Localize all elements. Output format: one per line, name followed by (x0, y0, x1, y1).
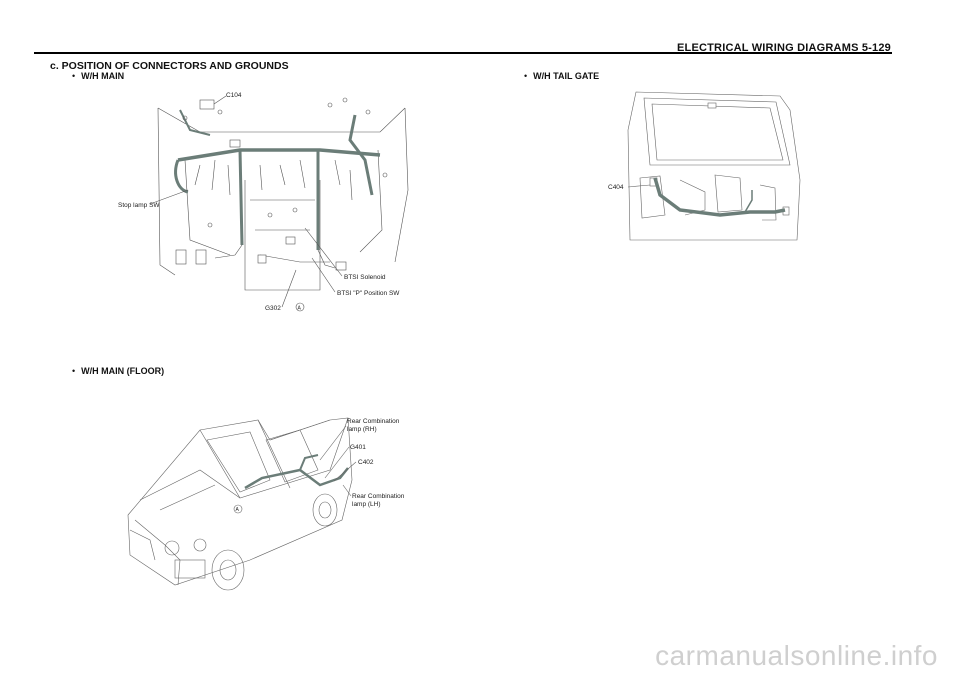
wh-main-floor-diagram (127, 417, 357, 591)
bullet-wh-main-floor: • W/H MAIN (FLOOR) (72, 366, 164, 376)
bullet-dot-icon: • (72, 71, 76, 81)
label-c404: C404 (608, 184, 624, 191)
label-g401: G401 (350, 444, 366, 451)
bullet-wh-main: • W/H MAIN (72, 71, 124, 81)
bullet-wh-tail-gate: • W/H TAIL GATE (524, 71, 599, 81)
bullet-wh-main-floor-label: W/H MAIN (FLOOR) (81, 366, 165, 376)
label-rcl-lh-line2: lamp (LH) (352, 501, 381, 508)
label-rcl-rh-line2: lamp (RH) (347, 426, 377, 433)
label-btsi-solenoid: BTSI Solenoid (344, 274, 386, 281)
wh-main-diagram (149, 95, 409, 312)
page-header-title: ELECTRICAL WIRING DIAGRAMS 5-129 (677, 42, 891, 54)
bullet-dot-icon: • (72, 366, 76, 376)
label-c402: C402 (358, 459, 374, 466)
label-btsi-p-position-sw: BTSI "P" Position SW (337, 290, 400, 297)
label-g302: G302 (265, 305, 281, 312)
label-stop-lamp-sw: Stop lamp SW (118, 202, 160, 209)
label-rcl-lh-line1: Rear Combination (352, 493, 405, 500)
bullet-wh-main-label: W/H MAIN (81, 71, 125, 81)
header-rule (34, 52, 892, 54)
wh-tail-gate-diagram (627, 91, 801, 241)
label-c104: C104 (226, 92, 242, 99)
section-title: c. POSITION OF CONNECTORS AND GROUNDS (50, 60, 289, 72)
label-rcl-rh-line1: Rear Combination (347, 418, 400, 425)
bullet-dot-icon: • (524, 71, 528, 81)
marker-a-floor: A (236, 507, 240, 513)
marker-a-main: A (298, 306, 302, 312)
bullet-wh-tail-gate-label: W/H TAIL GATE (533, 71, 600, 81)
watermark-text: carmanualsonline.info (655, 640, 938, 671)
